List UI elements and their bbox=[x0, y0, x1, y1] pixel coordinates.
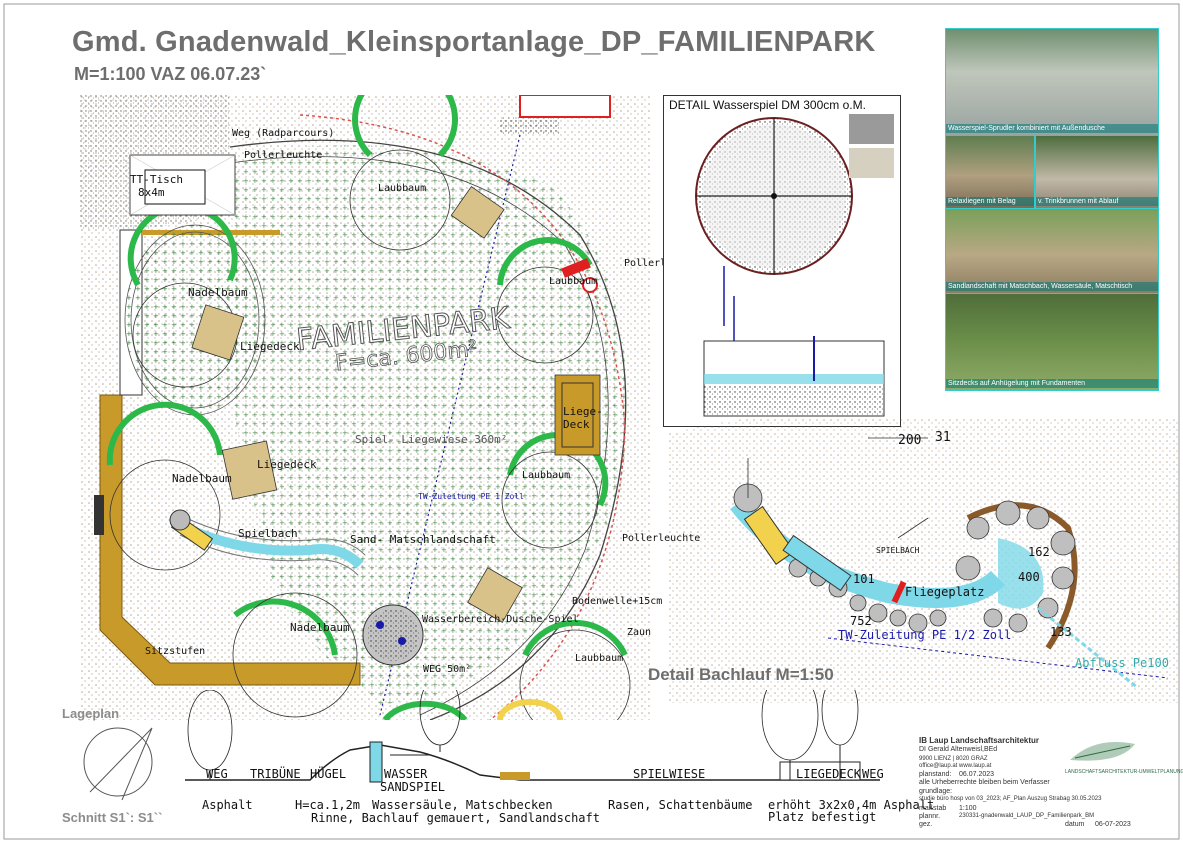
photo-wasserspiel: Wasserspiel-Sprudler kombiniert mit Auße… bbox=[945, 28, 1159, 136]
title-block: IB Laup Landschaftsarchitektur DI Gerald… bbox=[915, 736, 1183, 836]
laubbaum-label-3: Laubbaum bbox=[522, 470, 571, 481]
dim-101-label: 101 bbox=[853, 572, 875, 586]
logo-tagline: LANDSCHAFTSARCHITEKTUR-UMWELTPLANUNG bbox=[1065, 769, 1183, 775]
tt-tisch-label: TT-Tisch bbox=[130, 173, 183, 186]
nadelbaum-label-1: Nadelbaum bbox=[188, 286, 248, 299]
section-label-tribune: TRIBÜNE bbox=[250, 767, 301, 781]
sitzstufen-label: Sitzstufen bbox=[145, 646, 206, 657]
dim-133-label: 133 bbox=[1050, 625, 1072, 639]
person-name: DI Gerald Altenweisl,BEd bbox=[919, 746, 998, 753]
address-2: office@laup.at www.laup.at bbox=[919, 763, 992, 769]
section-sub-hoehe: H=ca.1,2m bbox=[295, 798, 361, 812]
dim-752-label: 752 bbox=[850, 614, 872, 628]
detail-wasserspiel-title: DETAIL Wasserspiel DM 300cm o.M. bbox=[669, 98, 866, 112]
liege-deck-label: Liege-Deck bbox=[563, 405, 603, 431]
tw-zuleitung-bachlauf-label: TW-Zuleitung PE 1/2 Zoll bbox=[838, 628, 1012, 642]
lageplan-label: Lageplan bbox=[62, 706, 120, 721]
dim-31-label: 31 bbox=[935, 430, 951, 445]
page-subtitle: M=1:100 VAZ 06.07.23` bbox=[74, 64, 267, 84]
page-title: Gmd. Gnadenwald_Kleinsportanlage_DP_FAMI… bbox=[72, 26, 876, 58]
bodenwelle-label: Bodenwelle+15cm bbox=[572, 596, 663, 607]
detail-bachlauf-drawing bbox=[668, 418, 1178, 703]
laubbaum-label-1: Laubbaum bbox=[378, 183, 427, 194]
north-arrow-icon bbox=[83, 727, 153, 801]
firm-name: IB Laup Landschaftsarchitektur bbox=[919, 736, 1040, 745]
sand-matsch-label: Sand- Matschlandschaft bbox=[350, 533, 496, 546]
tt-size-label: 8x4m bbox=[138, 186, 165, 199]
tw-zuleitung-label: TW-Zuleitung PE 1 Zoll bbox=[418, 492, 524, 501]
detail-wasserspiel-box: DETAIL Wasserspiel DM 300cm o.M. bbox=[663, 95, 901, 427]
address-1: 9900 LIENZ | 8020 GRAZ bbox=[919, 756, 988, 762]
section-sub-erhoeht: erhöht 3x2x0,4m Asphalt bbox=[768, 798, 935, 812]
abfluss-label: Abfluss Pe100 bbox=[1075, 656, 1169, 670]
datum-value: 06-07-2023 bbox=[1095, 821, 1131, 828]
nadelbaum-label-3: Nadelbaum bbox=[290, 621, 350, 634]
section-sub-wassersaeule: Wassersäule, Matschbecken bbox=[372, 798, 553, 812]
masstab-label: maßstab bbox=[919, 805, 947, 812]
liegedeck-label-1: Liegedeck bbox=[240, 340, 300, 353]
grundlage-label: grundlage: bbox=[919, 788, 953, 795]
section-sub-platz: Platz befestigt bbox=[768, 810, 877, 824]
grundlage-value: studie büro hosp von 03_2023; AF_Plan Au… bbox=[919, 796, 1102, 802]
dim-400-label: 400 bbox=[1018, 570, 1040, 584]
photo-sandlandschaft: Sandlandschaft mit Matschbach, Wassersäu… bbox=[945, 208, 1159, 294]
section-label-weg-1: WEG bbox=[206, 767, 228, 781]
laubbaum-label-2: Laubbaum bbox=[549, 276, 598, 287]
masstab-value: 1:100 bbox=[959, 805, 977, 812]
plannr-label: plannr. bbox=[919, 813, 941, 820]
section-label-wasser: WASSER bbox=[384, 767, 428, 781]
section-label-huegel: HÜGEL bbox=[310, 767, 347, 781]
spielbach-label: Spielbach bbox=[238, 527, 298, 540]
planstand-value: 06.07.2023 bbox=[959, 771, 995, 778]
section-label-spielwiese: SPIELWIESE bbox=[633, 767, 706, 781]
spielwiese-label: Spiel- Liegewiese 360m² bbox=[355, 433, 508, 446]
section-label-sandspiel: SANDSPIEL bbox=[380, 780, 446, 794]
zaun-label: Zaun bbox=[627, 627, 652, 638]
laubbaum-label-4: Laubbaum bbox=[575, 653, 624, 664]
detail-bachlauf-title: Detail Bachlauf M=1:50 bbox=[648, 665, 834, 684]
section-sub-rasen: Rasen, Schattenbäume bbox=[608, 798, 753, 812]
laup-logo-icon bbox=[1070, 742, 1135, 761]
spielbach-bachlauf-label: SPIELBACH bbox=[876, 546, 920, 555]
wasserbereich-label: Wasserbereich-Dusche-Spiel bbox=[422, 614, 579, 625]
section-label-weg-2: WEG bbox=[862, 767, 884, 781]
pollerleuchte-label-1: Pollerleuchte bbox=[244, 150, 323, 161]
plannr-value: 230331-gnadenwald_LAUP_DP_Familienpark_B… bbox=[959, 813, 1095, 819]
planstand-label: planstand: bbox=[919, 771, 952, 778]
section-sub-asphalt: Asphalt bbox=[202, 798, 253, 812]
section-drawing bbox=[185, 690, 880, 783]
photo-sitzdecks: Sitzdecks auf Anhügelung mit Fundamenten bbox=[945, 293, 1159, 391]
nadelbaum-label-2: Nadelbaum bbox=[172, 472, 232, 485]
section-label-liegedeck: LIEGEDECK bbox=[796, 767, 862, 781]
weg-label: WEG 50m² bbox=[423, 664, 472, 675]
dim-162-label: 162 bbox=[1028, 545, 1050, 559]
dim-200-label: 200 bbox=[898, 433, 922, 448]
photo-relaxliegen: Relaxliegen mit Belag bbox=[945, 135, 1035, 209]
gez-label: gez. bbox=[919, 821, 933, 828]
pollerleuchte-label-3: Pollerleuchte bbox=[622, 533, 701, 544]
rights-text: alle Urheberrechte bleiben beim Verfasse… bbox=[919, 779, 1050, 786]
wasserspiel-drawing bbox=[695, 114, 894, 417]
schnitt-label: Schnitt S1`: S1`` bbox=[62, 810, 163, 825]
site-plan bbox=[80, 95, 650, 720]
weg-radparcours-label: Weg (Radparcours) bbox=[232, 128, 335, 139]
liegedeck-label-2: Liegedeck bbox=[257, 458, 317, 471]
datum-label: datum bbox=[1065, 821, 1085, 828]
photo-trinkbrunnen: v. Trinkbrunnen mit Ablauf bbox=[1035, 135, 1159, 209]
section-sub-rinne: Rinne, Bachlauf gemauert, Sandlandschaft bbox=[311, 811, 600, 825]
liegeplatz-bachlauf-label: Fliegeplatz bbox=[905, 585, 985, 599]
